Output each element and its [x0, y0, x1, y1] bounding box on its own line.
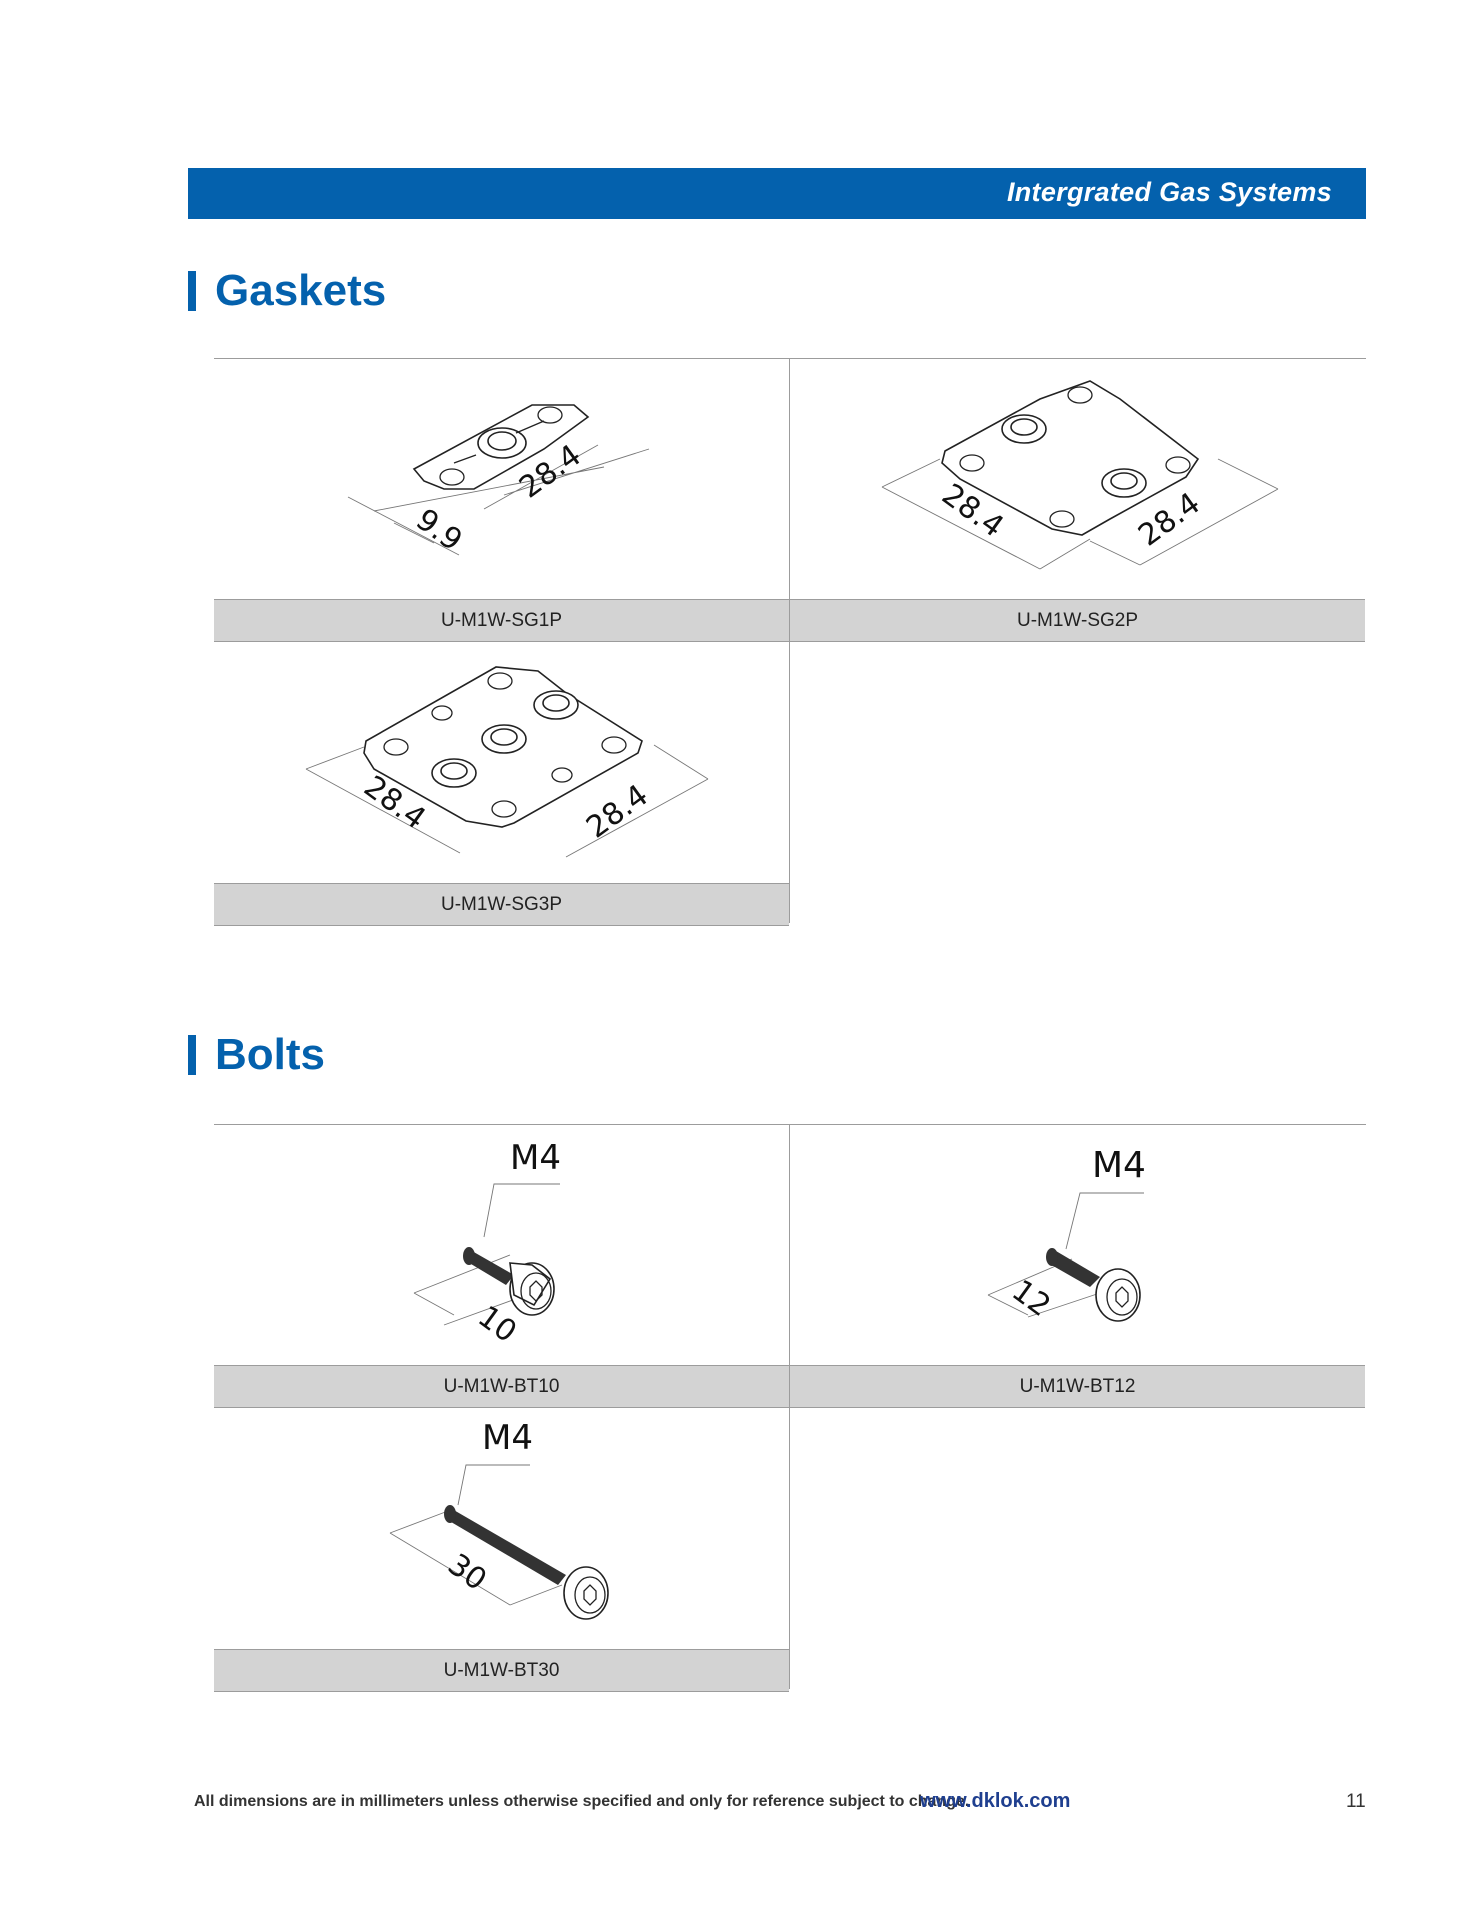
- bolt-drawing-bt12: M4 12: [790, 1125, 1365, 1365]
- section-marker: [188, 1035, 196, 1075]
- grid-divider: [789, 641, 790, 923]
- bolt-code-bt30: U-M1W-BT30: [214, 1649, 789, 1692]
- page-number: 11: [1346, 1791, 1366, 1812]
- bolts-title: Bolts: [215, 1030, 325, 1079]
- grid-divider: [789, 358, 790, 641]
- footer-website-link[interactable]: www.dklok.com: [920, 1790, 1071, 1812]
- header-bar: Intergrated Gas Systems: [188, 168, 1366, 219]
- gasket-code-sg2p: U-M1W-SG2P: [790, 599, 1365, 642]
- gasket-drawing-sg1p: 28.4 9.9: [214, 359, 789, 599]
- bolt-drawing-bt30: M4 30: [214, 1409, 789, 1649]
- header-title: Intergrated Gas Systems: [1006, 177, 1332, 207]
- length-label: 12: [1005, 1273, 1056, 1324]
- thread-label: M4: [1092, 1145, 1146, 1186]
- bolt-code-bt10: U-M1W-BT10: [214, 1365, 789, 1408]
- gasket-code-sg1p: U-M1W-SG1P: [214, 599, 789, 642]
- grid-divider: [789, 1124, 790, 1407]
- bolt-code-bt12: U-M1W-BT12: [790, 1365, 1365, 1408]
- bolt-drawing-bt10: M4 10: [214, 1125, 789, 1365]
- gasket-drawing-sg2p: 28.4 28.4: [790, 359, 1365, 599]
- gaskets-heading: Gaskets: [188, 266, 387, 315]
- gaskets-title: Gaskets: [215, 266, 387, 315]
- thread-label: M4: [482, 1418, 533, 1458]
- gasket-drawing-sg3p: 28.4 28.4: [214, 643, 789, 883]
- grid-top-rule: [214, 358, 1366, 359]
- thread-label: M4: [510, 1138, 561, 1178]
- bolts-heading: Bolts: [188, 1030, 325, 1079]
- grid-divider: [789, 1407, 790, 1689]
- grid-top-rule: [214, 1124, 1366, 1125]
- dim-label: 28.4: [580, 778, 655, 846]
- gasket-code-sg3p: U-M1W-SG3P: [214, 883, 789, 926]
- gaskets-grid: 28.4 9.9 U-M1W-SG1P: [214, 358, 1366, 926]
- footer-disclaimer: All dimensions are in millimeters unless…: [194, 1793, 970, 1810]
- dim-label: 9.9: [409, 502, 468, 558]
- bolts-grid: M4 10 U-M1W-BT10 M4: [214, 1124, 1366, 1692]
- section-marker: [188, 271, 196, 311]
